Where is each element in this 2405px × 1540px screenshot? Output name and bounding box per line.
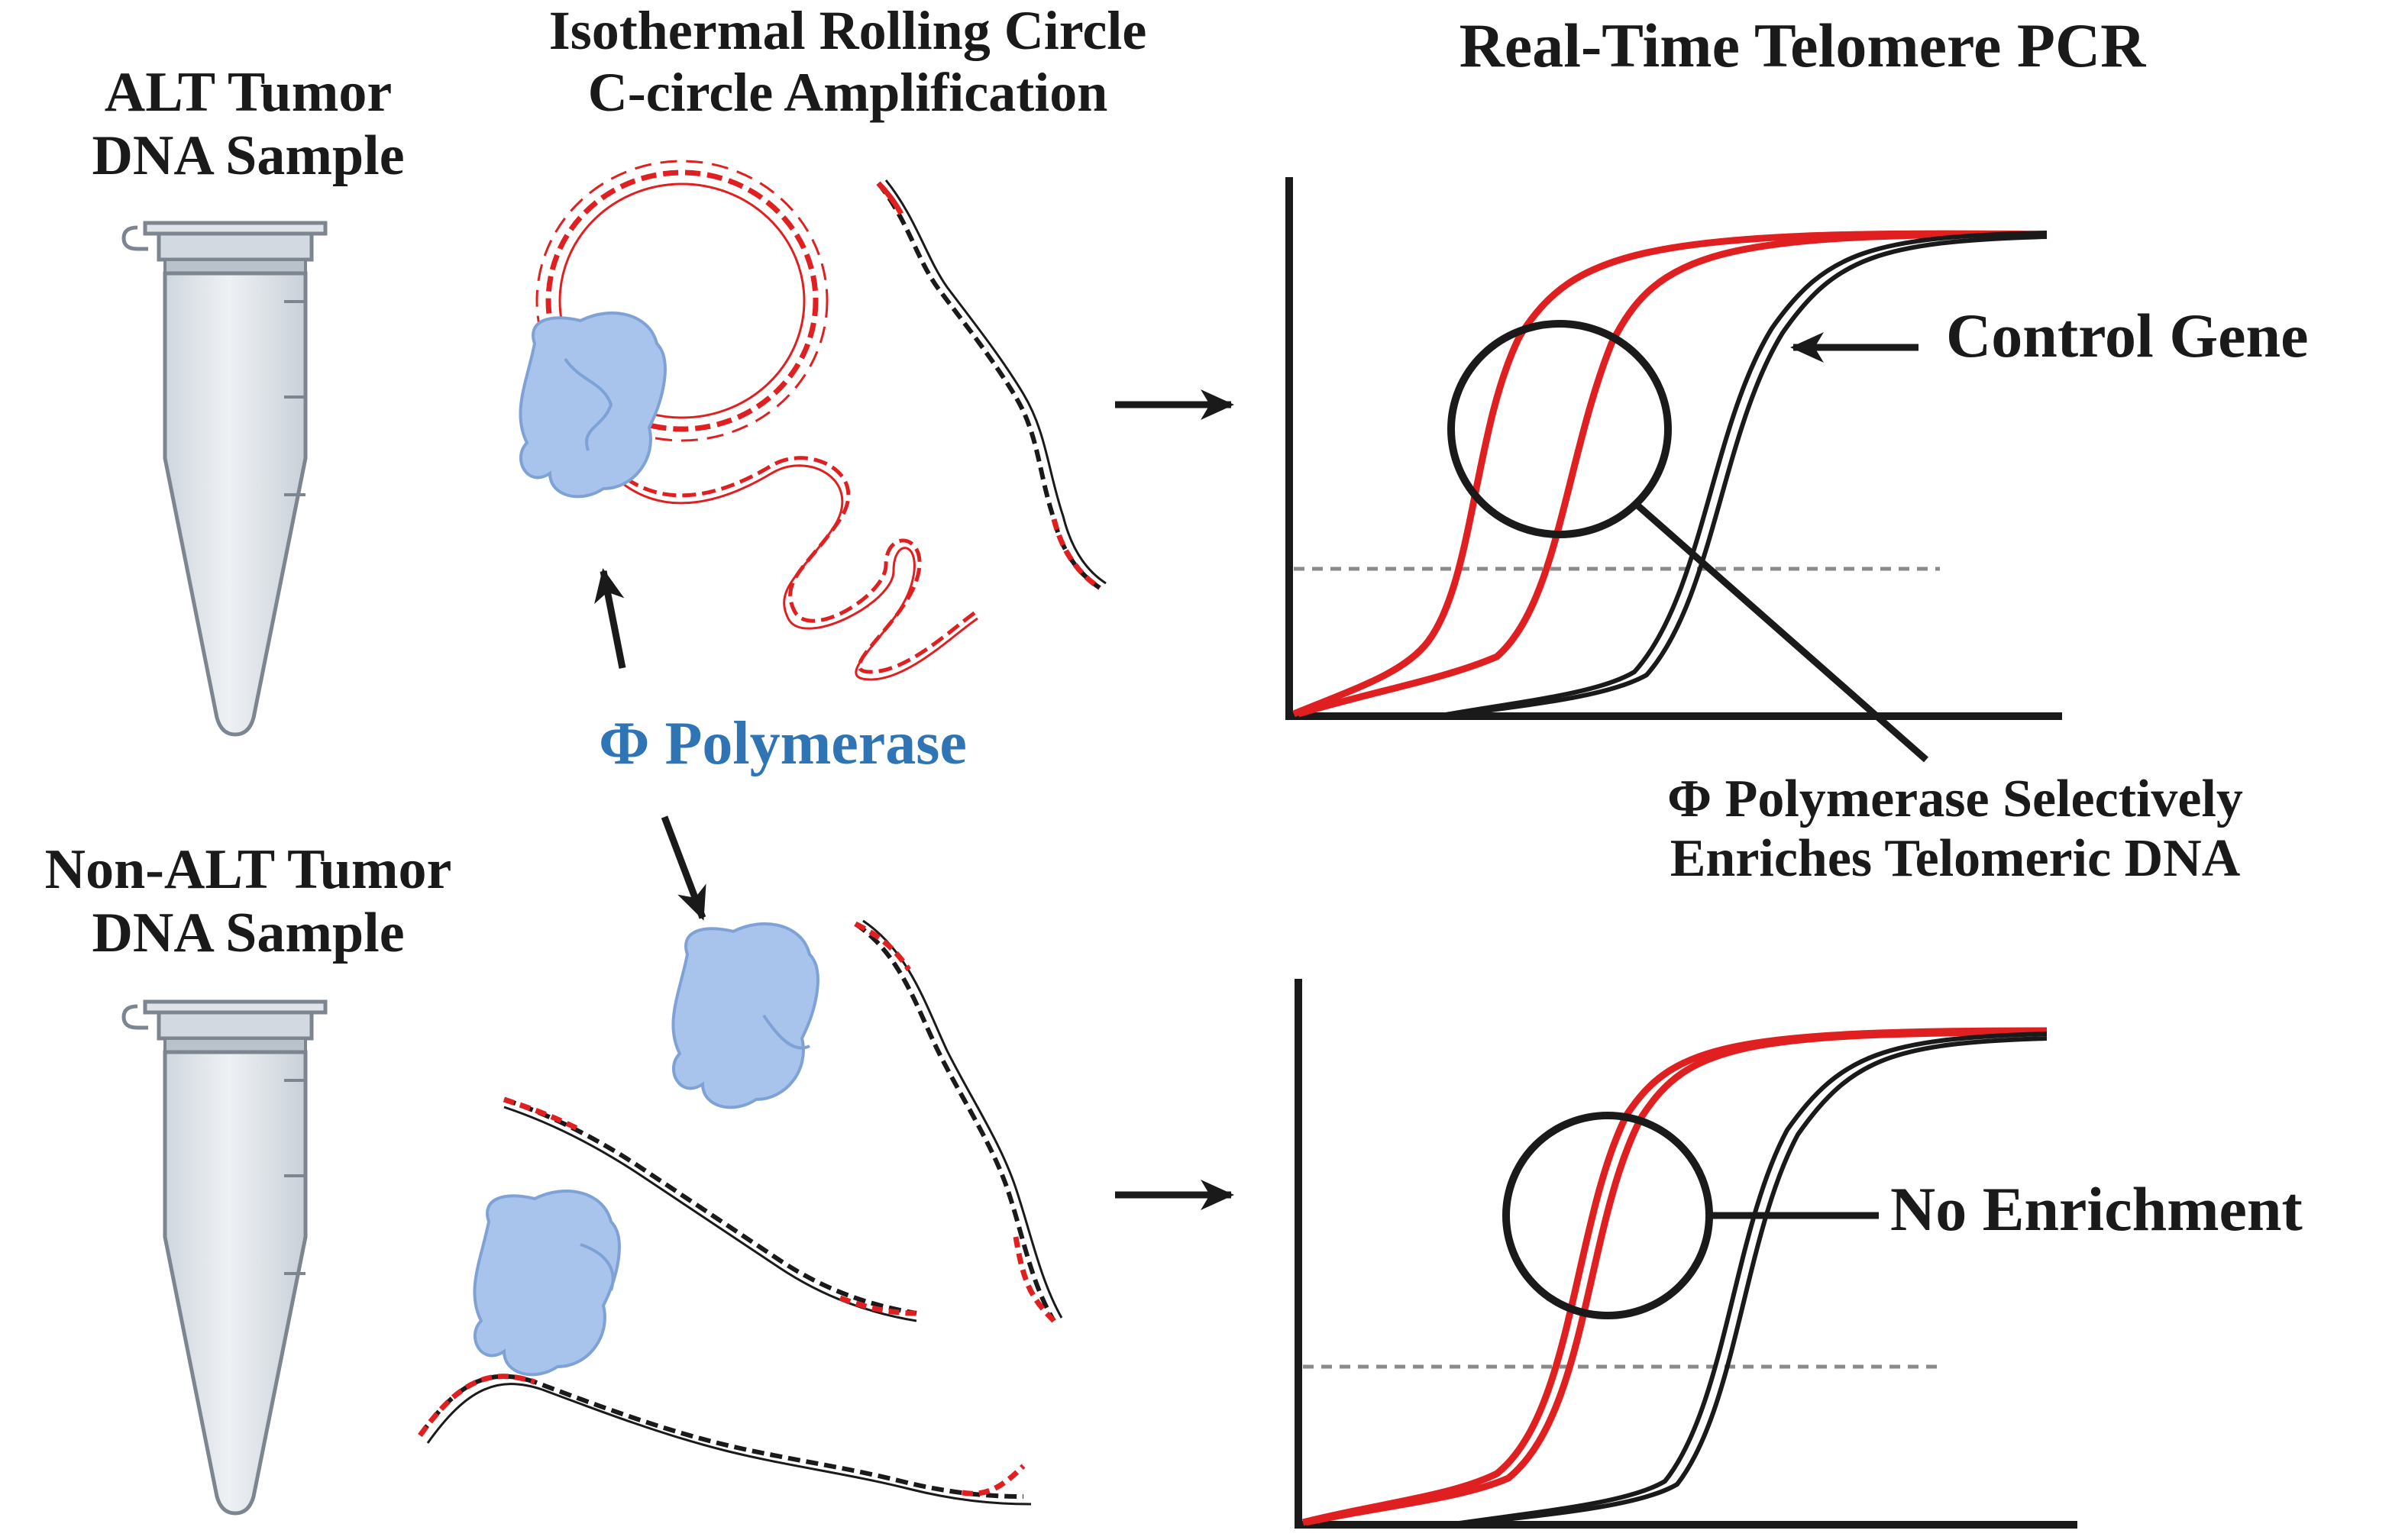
control-gene-curve	[1427, 231, 2048, 720]
control-gene-curve	[1435, 234, 2048, 720]
pcr-title: Real-Time Telomere PCR	[1298, 11, 2306, 81]
phi29-polymerase-icon	[519, 312, 667, 499]
telomere-curve	[1292, 230, 2048, 718]
c-circle-dna-icon	[535, 160, 829, 442]
alt-sample-line-2: DNA Sample	[92, 124, 405, 187]
non-alt-sample-line-2: DNA Sample	[92, 901, 405, 964]
genomic-dna-strand-icon	[876, 179, 1107, 590]
control-gene-curve	[1450, 1036, 2048, 1528]
pcr-title-text: Real-Time Telomere PCR	[1459, 11, 2146, 80]
telomere-curve	[1297, 231, 2048, 718]
non-alt-sample-line-1: Non-ALT Tumor	[44, 838, 452, 901]
polymerase-up-arrow	[594, 568, 626, 669]
non-alt-sample-label: Non-ALT Tumor DNA Sample	[0, 838, 496, 965]
no-enrichment-label: No Enrichment	[1890, 1174, 2402, 1245]
rca-title-line-2: C-circle Amplification	[587, 61, 1108, 123]
alt-sample-line-1: ALT Tumor	[104, 61, 393, 124]
pcr-plot-top	[1285, 177, 2062, 763]
polymerase-down-arrow	[661, 815, 706, 921]
phi29-polymerase-icon	[671, 922, 819, 1109]
telomere-curve	[1305, 1028, 2048, 1526]
control-gene-text: Control Gene	[1946, 301, 2309, 370]
polymerase-label: Φ Polymerase	[458, 710, 1107, 779]
polymerase-text: Φ Polymerase	[599, 710, 967, 777]
control-gene-label: Control Gene	[1946, 301, 2404, 371]
rca-product-dna-icon	[609, 456, 979, 681]
rca-title-line-1: Isothermal Rolling Circle	[548, 0, 1147, 61]
control-gene-curve	[1443, 1032, 2048, 1528]
pcr-plot-bottom	[1295, 979, 2077, 1529]
genomic-dna-strand-icon	[503, 1096, 917, 1322]
alt-sample-tube-icon	[121, 221, 328, 737]
telomere-curve	[1301, 1027, 2048, 1526]
no-enrichment-text: No Enrichment	[1890, 1174, 2303, 1244]
phi29-polymerase-icon	[473, 1190, 621, 1377]
genomic-dna-strand-icon	[854, 919, 1063, 1323]
non-alt-sample-tube-icon	[121, 999, 328, 1516]
selective-line-1: Φ Polymerase Selectively	[1667, 770, 2243, 828]
enrichment-callout-line	[1634, 501, 1928, 763]
selective-line-2: Enriches Telomeric DNA	[1670, 829, 2241, 889]
enrichment-circle	[1447, 320, 1672, 538]
rca-title: Isothermal Rolling Circle C-circle Ampli…	[428, 0, 1268, 123]
selective-enrichment-label: Φ Polymerase Selectively Enriches Telome…	[1520, 770, 2390, 889]
genomic-dna-strand-icon	[418, 1374, 1032, 1506]
alt-sample-label: ALT Tumor DNA Sample	[38, 61, 458, 188]
